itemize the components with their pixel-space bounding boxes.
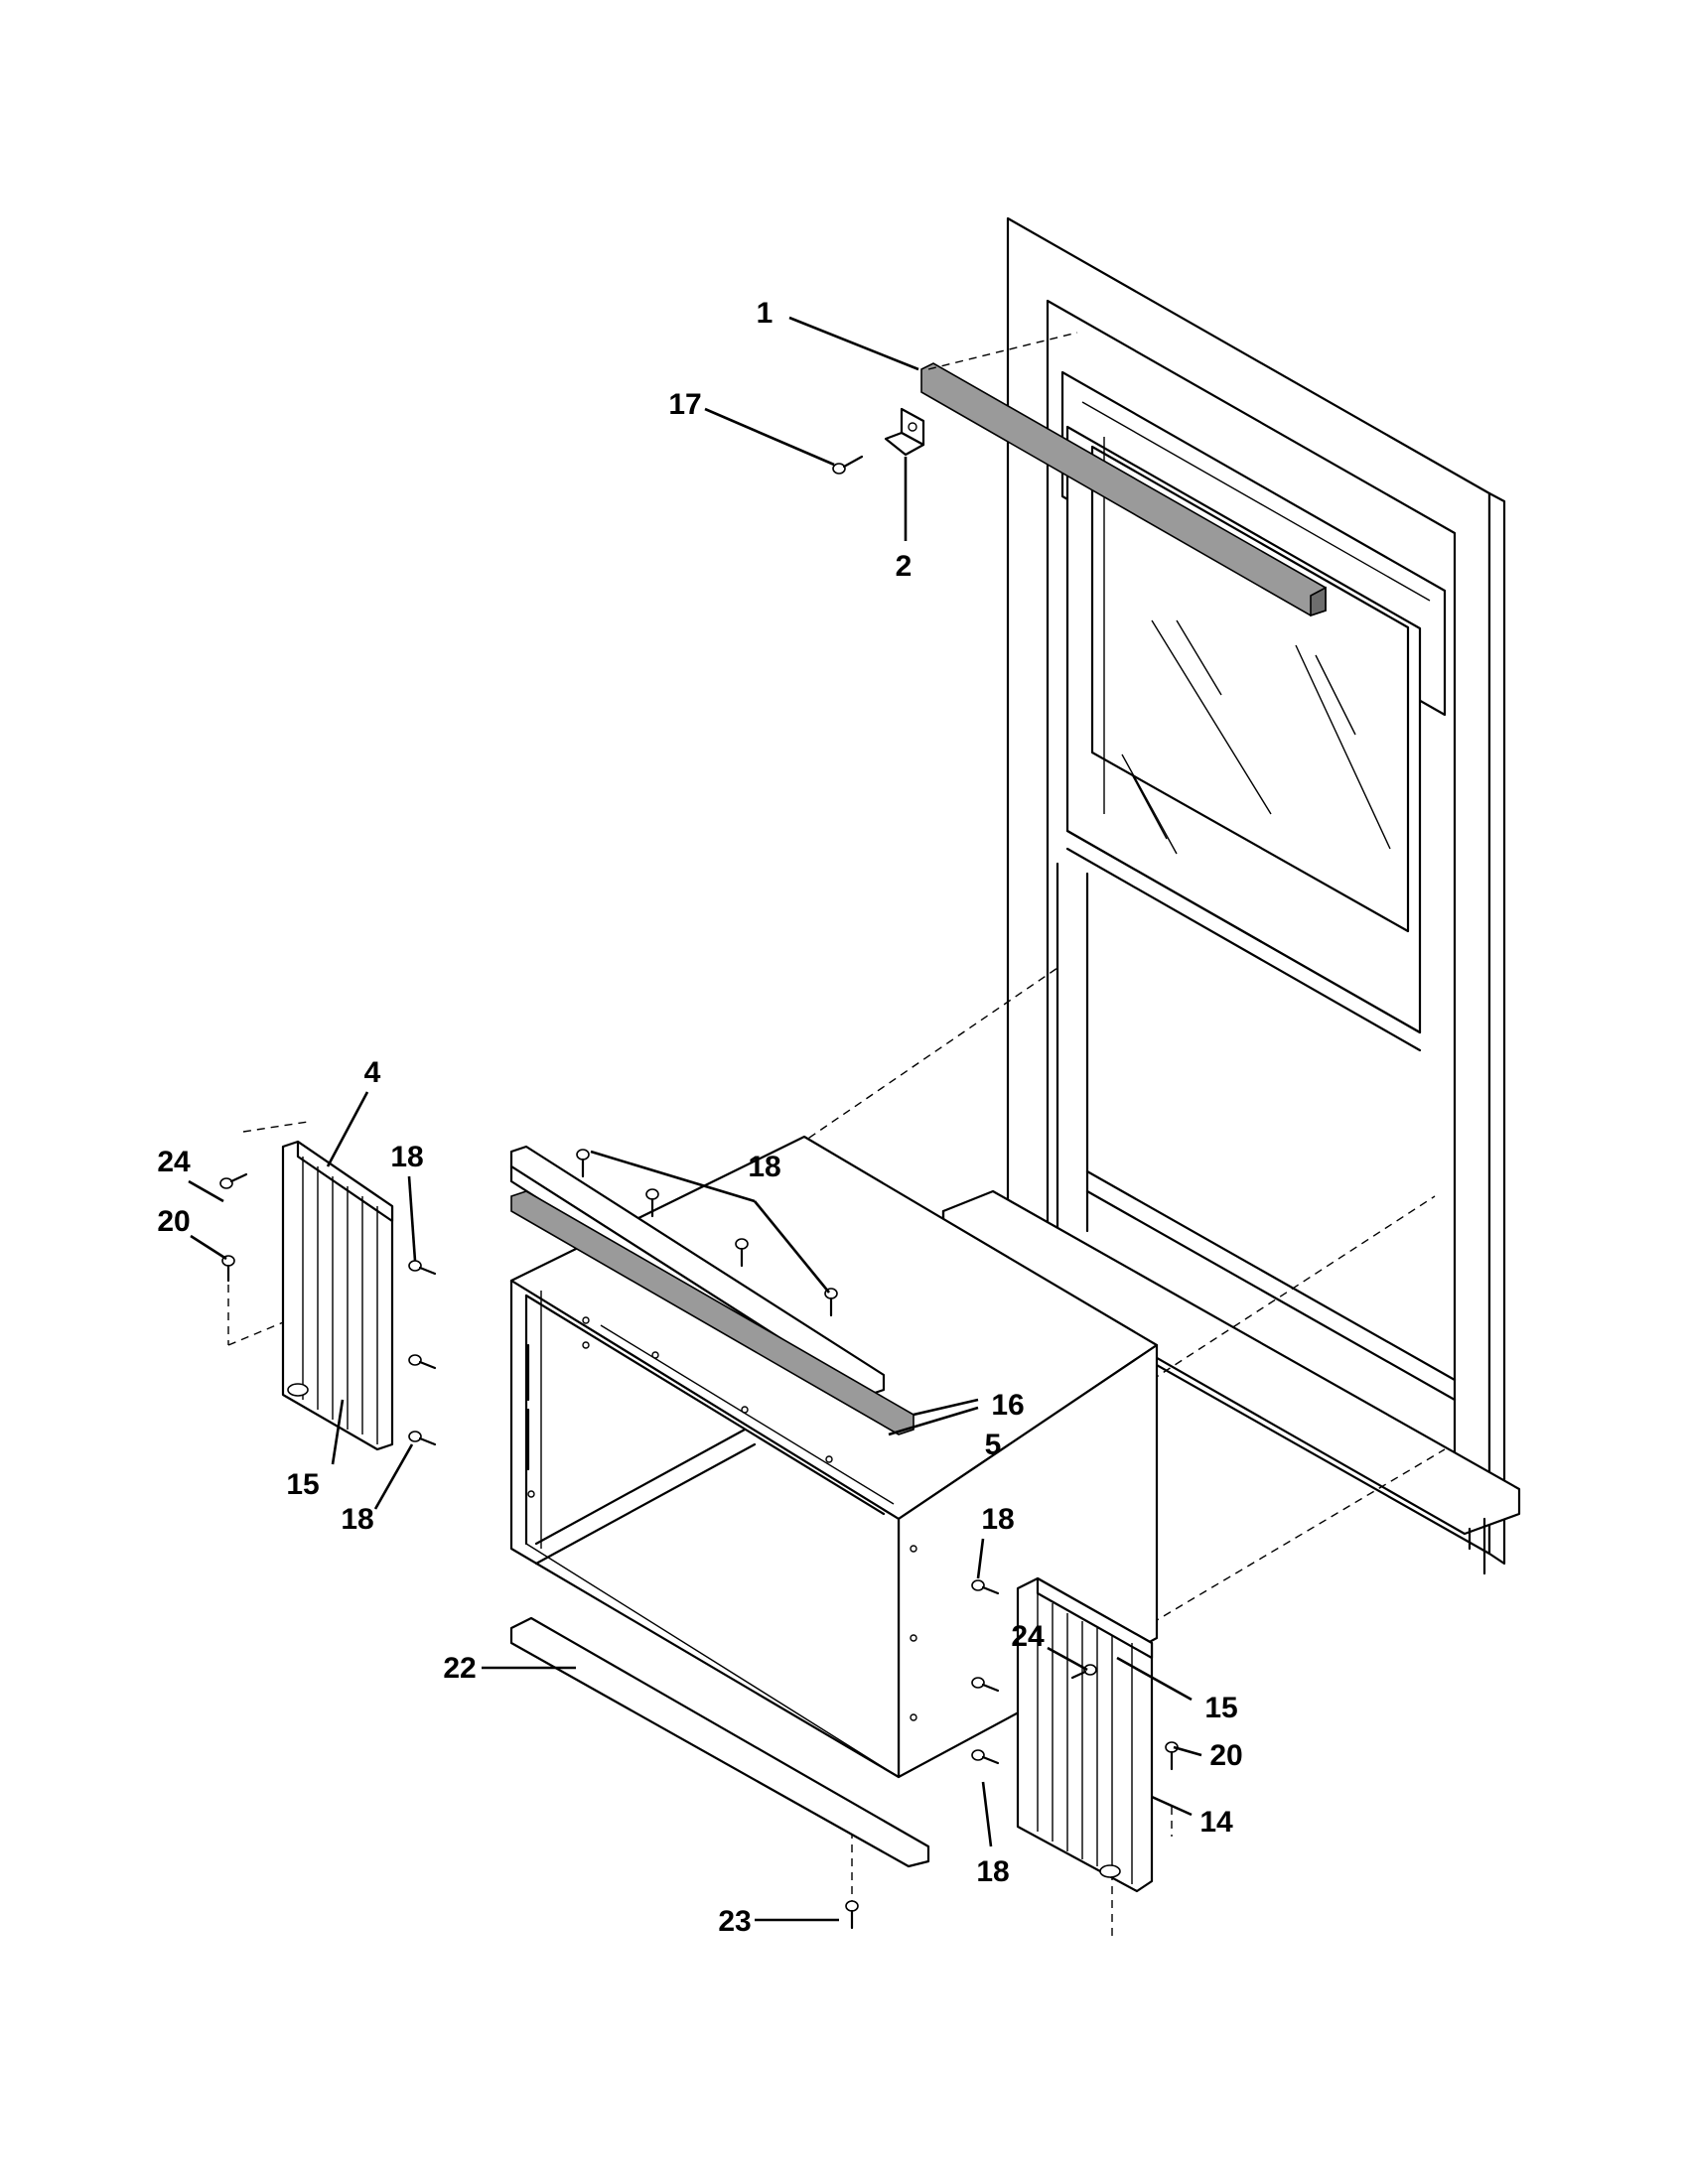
screw-icon	[221, 1255, 235, 1283]
callout-24-right: 24	[1011, 1620, 1045, 1653]
callout-5: 5	[985, 1429, 1002, 1461]
screw-icon	[576, 1149, 590, 1178]
callout-18-left-top: 18	[390, 1141, 423, 1173]
callout-1: 1	[757, 297, 774, 330]
callout-labels: 1 17 2 4 24 18 20 18 16 5 15 18 18 22 24…	[157, 297, 1242, 1938]
leader-lines	[188, 316, 1202, 1922]
callout-2: 2	[896, 550, 913, 583]
callout-16: 16	[991, 1389, 1024, 1422]
right-side-curtain	[1016, 1576, 1154, 1893]
cabinet-sleeve	[509, 1135, 1159, 1779]
window-frame	[941, 216, 1521, 1575]
screw-icon	[971, 1749, 1000, 1765]
screw-icon	[735, 1238, 749, 1268]
screw-icon	[845, 1900, 859, 1930]
bottom-rail	[509, 1616, 930, 1868]
screw-icon	[1070, 1664, 1097, 1680]
callout-22: 22	[443, 1652, 476, 1685]
screw-icon	[832, 455, 864, 475]
callout-15-right: 15	[1204, 1692, 1237, 1724]
screw-icon	[1165, 1741, 1179, 1771]
screw-icon	[408, 1354, 437, 1370]
screw-icon	[219, 1172, 248, 1189]
callout-17: 17	[668, 388, 701, 421]
callout-15-left: 15	[286, 1468, 319, 1501]
callout-18-left-bottom: 18	[341, 1503, 373, 1536]
screw-icon	[645, 1188, 659, 1218]
screw-icon	[971, 1579, 1000, 1595]
callout-14: 14	[1199, 1806, 1233, 1839]
callout-23: 23	[718, 1905, 751, 1938]
mounting-bracket	[884, 407, 925, 457]
callout-18-right-top: 18	[981, 1503, 1014, 1536]
screw-icon	[408, 1431, 437, 1446]
screw-icon	[971, 1677, 1000, 1693]
callout-18-rail: 18	[748, 1151, 780, 1183]
left-side-curtain	[281, 1140, 394, 1451]
callout-20-right: 20	[1209, 1739, 1242, 1772]
callout-18-right-bottom: 18	[976, 1855, 1009, 1888]
callout-20-left: 20	[157, 1205, 190, 1238]
rail-foam-seal	[510, 1190, 914, 1435]
callout-4: 4	[364, 1056, 381, 1089]
top-foam-seal	[920, 362, 1327, 617]
screw-icon	[408, 1260, 437, 1276]
callout-24-left: 24	[157, 1146, 191, 1178]
